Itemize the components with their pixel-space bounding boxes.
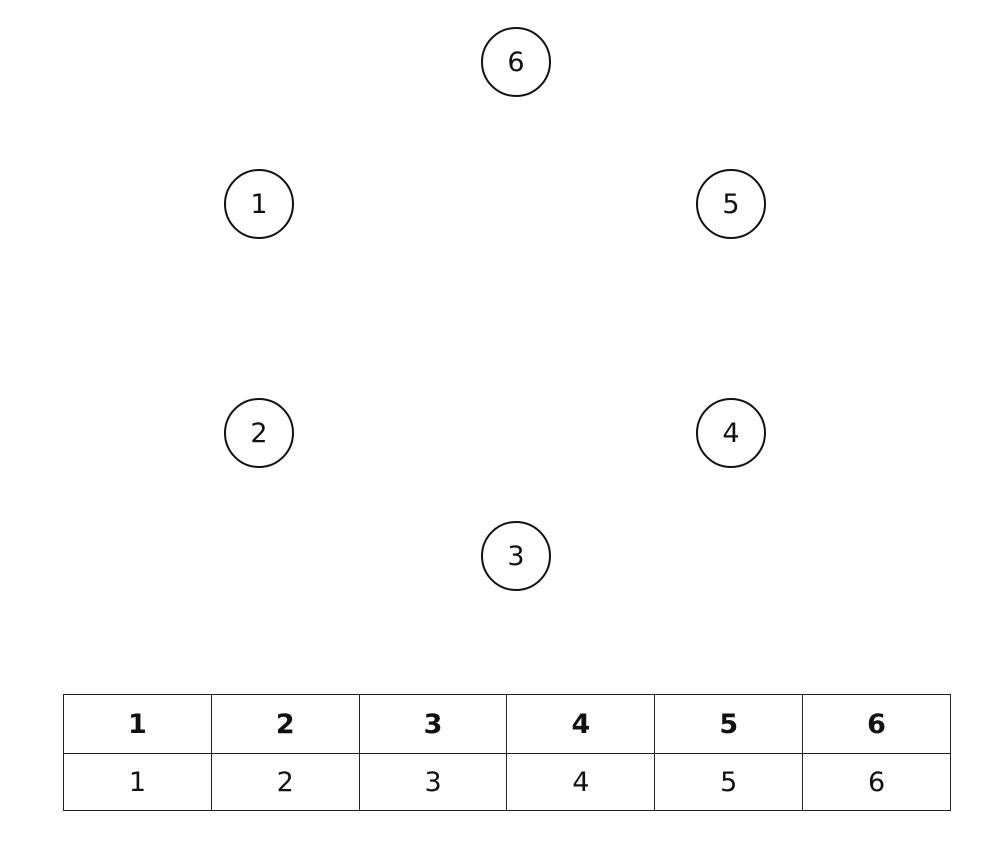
table-cell: 5 xyxy=(654,753,804,811)
node-label: 6 xyxy=(507,46,525,78)
table-cell: 1 xyxy=(63,753,212,811)
node-4: 4 xyxy=(696,398,766,468)
table-row: 1 2 3 4 5 6 xyxy=(63,753,951,811)
table-cell: 4 xyxy=(506,753,656,811)
header-cell: 6 xyxy=(802,694,951,754)
table-cell: 6 xyxy=(802,753,951,811)
node-label: 4 xyxy=(722,417,740,449)
table-header-row: 1 2 3 4 5 6 xyxy=(63,694,951,754)
node-label: 2 xyxy=(250,417,268,449)
node-1: 1 xyxy=(224,169,294,239)
table-cell: 2 xyxy=(210,753,360,811)
header-cell: 5 xyxy=(654,694,804,754)
header-cell: 4 xyxy=(506,694,656,754)
node-3: 3 xyxy=(481,521,551,591)
table-cell: 3 xyxy=(358,753,508,811)
node-label: 1 xyxy=(250,188,268,220)
node-label: 3 xyxy=(507,540,525,572)
node-2: 2 xyxy=(224,398,294,468)
node-label: 5 xyxy=(722,188,740,220)
mapping-table: 1 2 3 4 5 6 1 2 3 4 5 6 xyxy=(63,694,951,811)
header-cell: 1 xyxy=(63,694,212,754)
node-5: 5 xyxy=(696,169,766,239)
header-cell: 3 xyxy=(358,694,508,754)
header-cell: 2 xyxy=(210,694,360,754)
node-6: 6 xyxy=(481,27,551,97)
